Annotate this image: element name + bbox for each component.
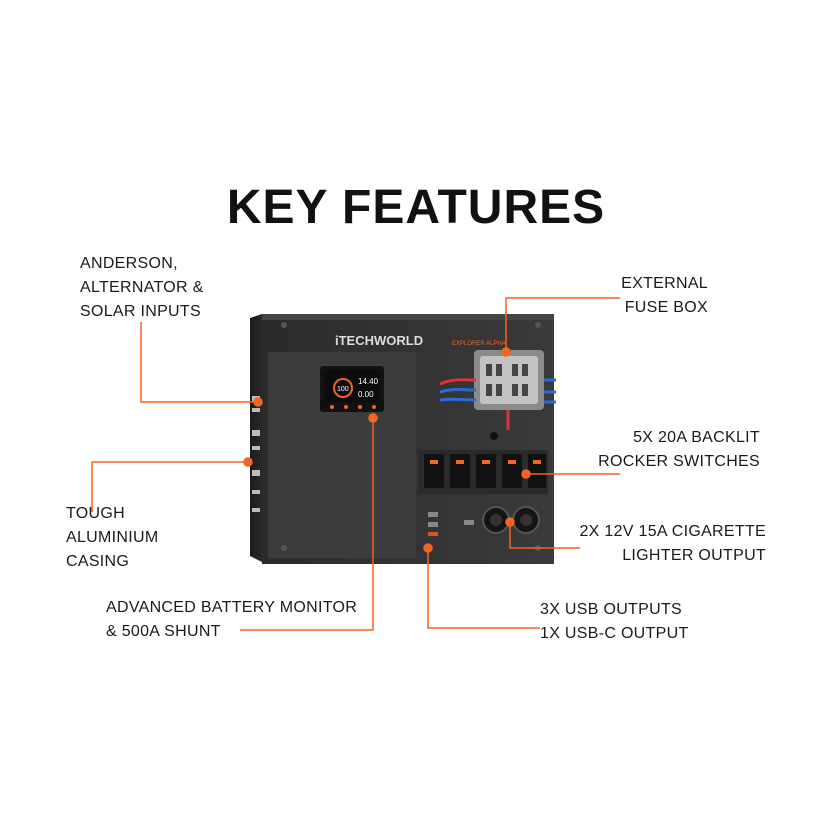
monitor-current: 0.00 bbox=[358, 390, 374, 399]
callout-inputs-line: ALTERNATOR & bbox=[80, 279, 204, 296]
battery-monitor: 100 14.40 0.00 bbox=[320, 366, 384, 412]
callout-usb: 3X USB OUTPUTS 1X USB-C OUTPUT bbox=[540, 598, 689, 646]
callout-fuse-line: EXTERNAL bbox=[621, 275, 708, 292]
callout-inputs-line: SOLAR INPUTS bbox=[80, 303, 201, 320]
callout-cigarette-line: 2X 12V 15A CIGARETTE bbox=[579, 523, 766, 540]
monitor-percent: 100 bbox=[337, 386, 349, 393]
callout-usb-line: 3X USB OUTPUTS bbox=[540, 601, 683, 618]
callout-cigarette-line: LIGHTER OUTPUT bbox=[622, 547, 766, 564]
callout-rocker-line: ROCKER SWITCHES bbox=[598, 453, 760, 470]
callout-monitor-line: ADVANCED BATTERY MONITOR bbox=[106, 599, 358, 616]
callout-casing-line: TOUGH bbox=[66, 505, 125, 522]
aluminium-casing bbox=[250, 314, 554, 564]
callout-rocker-line: 5X 20A BACKLIT bbox=[633, 429, 760, 446]
callout-fuse-box: EXTERNAL FUSE BOX bbox=[621, 272, 708, 320]
callout-casing-line: ALUMINIUM bbox=[66, 529, 159, 546]
callout-inputs: ANDERSON, ALTERNATOR & SOLAR INPUTS bbox=[80, 252, 204, 324]
callout-casing-line: CASING bbox=[66, 553, 130, 570]
callout-inputs-line: ANDERSON, bbox=[80, 255, 178, 272]
callout-cigarette: 2X 12V 15A CIGARETTE LIGHTER OUTPUT bbox=[579, 520, 766, 568]
brand-logo: iTECHWORLD bbox=[335, 333, 423, 348]
page-title: KEY FEATURES bbox=[226, 181, 606, 234]
callout-battery-monitor: ADVANCED BATTERY MONITOR & 500A SHUNT bbox=[106, 596, 357, 644]
monitor-voltage: 14.40 bbox=[358, 377, 379, 386]
brand-model: EXPLORER ALPHA bbox=[452, 341, 506, 347]
fuse-box bbox=[439, 350, 556, 440]
usb-ports bbox=[428, 512, 474, 536]
cigarette-sockets bbox=[482, 506, 540, 534]
rocker-switches bbox=[418, 450, 548, 494]
callout-usb-line: 1X USB-C OUTPUT bbox=[540, 625, 689, 642]
callout-fuse-line: FUSE BOX bbox=[624, 299, 708, 316]
callout-casing: TOUGH ALUMINIUM CASING bbox=[66, 502, 158, 574]
callout-monitor-line: & 500A SHUNT bbox=[106, 623, 221, 640]
callout-rocker-switches: 5X 20A BACKLIT ROCKER SWITCHES bbox=[598, 426, 760, 474]
